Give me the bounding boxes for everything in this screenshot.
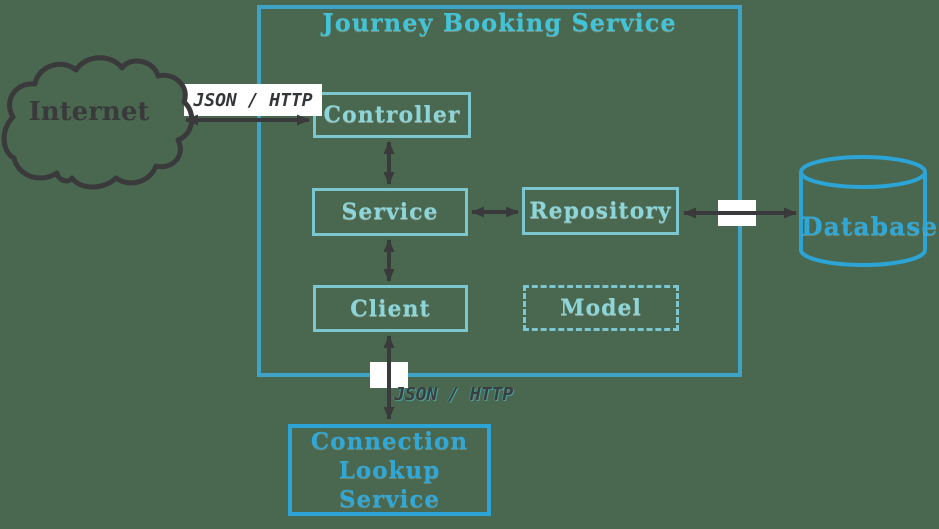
- json-http-label-top: JSON / HTTP: [193, 89, 313, 111]
- json-http-label-bottom: JSON / HTTP: [394, 384, 514, 405]
- connection-lookup-service-box: Connection Lookup Service: [288, 424, 491, 516]
- connection-lookup-service-label-line3: Service: [338, 485, 441, 513]
- connection-lookup-service-label-line2: Lookup: [338, 456, 441, 484]
- controller-label: Controller: [323, 102, 461, 128]
- database-label: Database: [801, 212, 939, 241]
- model-label: Model: [560, 295, 642, 321]
- service-label: Service: [341, 199, 439, 225]
- client-label: Client: [350, 295, 431, 322]
- repository-box: Repository: [522, 187, 679, 235]
- internet-label: Internet: [28, 97, 150, 127]
- journey-booking-service-title: Journey Booking Service: [322, 8, 677, 37]
- service-box: Service: [312, 188, 468, 236]
- port-repository-database: [718, 200, 756, 226]
- connection-lookup-service-label-line1: Connection: [310, 427, 469, 455]
- journey-booking-service-box: [257, 5, 742, 377]
- controller-box: Controller: [313, 92, 471, 138]
- client-box: Client: [313, 285, 468, 332]
- database-cylinder-icon: [799, 155, 927, 267]
- json-http-label-plate: JSON / HTTP: [184, 84, 322, 116]
- repository-label: Repository: [529, 198, 672, 224]
- model-box: Model: [523, 285, 679, 331]
